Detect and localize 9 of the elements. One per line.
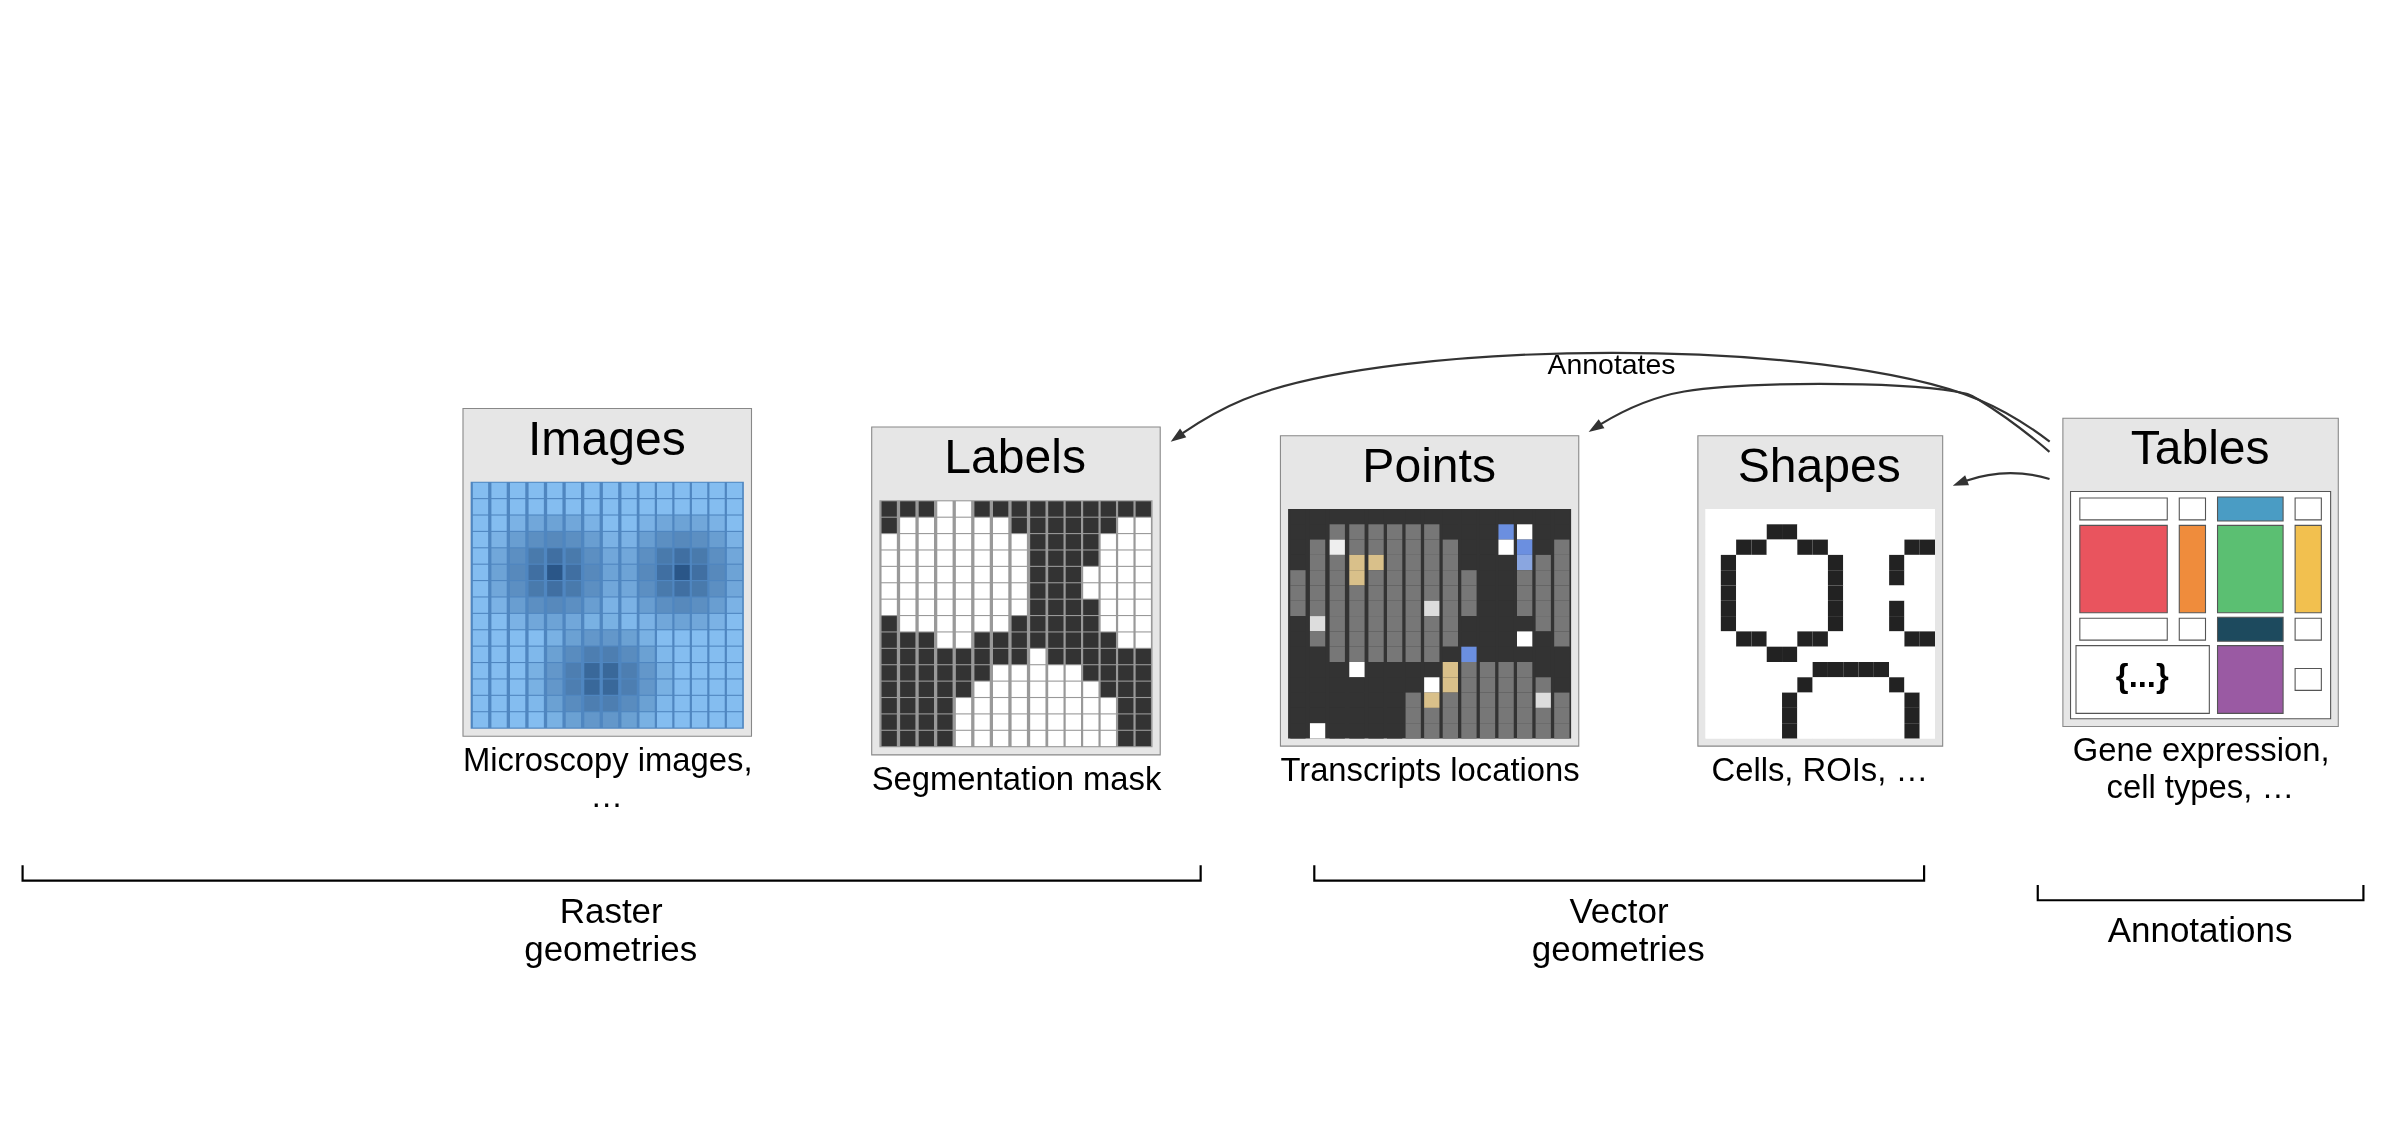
node-label: Gene expression, cell types, …	[2072, 731, 2330, 805]
node-label: Microscopy images, …	[462, 741, 753, 815]
label: Annotations	[2107, 910, 2293, 950]
node-label: Segmentation mask	[871, 759, 1162, 797]
node-label: Transcripts locations	[1280, 751, 1580, 789]
node-label: Cells, ROIs, …	[1711, 751, 1929, 789]
edge-label: Annotates	[1547, 348, 1676, 381]
label: Vector geometries	[1531, 890, 1705, 968]
label: Raster geometries	[524, 890, 698, 968]
